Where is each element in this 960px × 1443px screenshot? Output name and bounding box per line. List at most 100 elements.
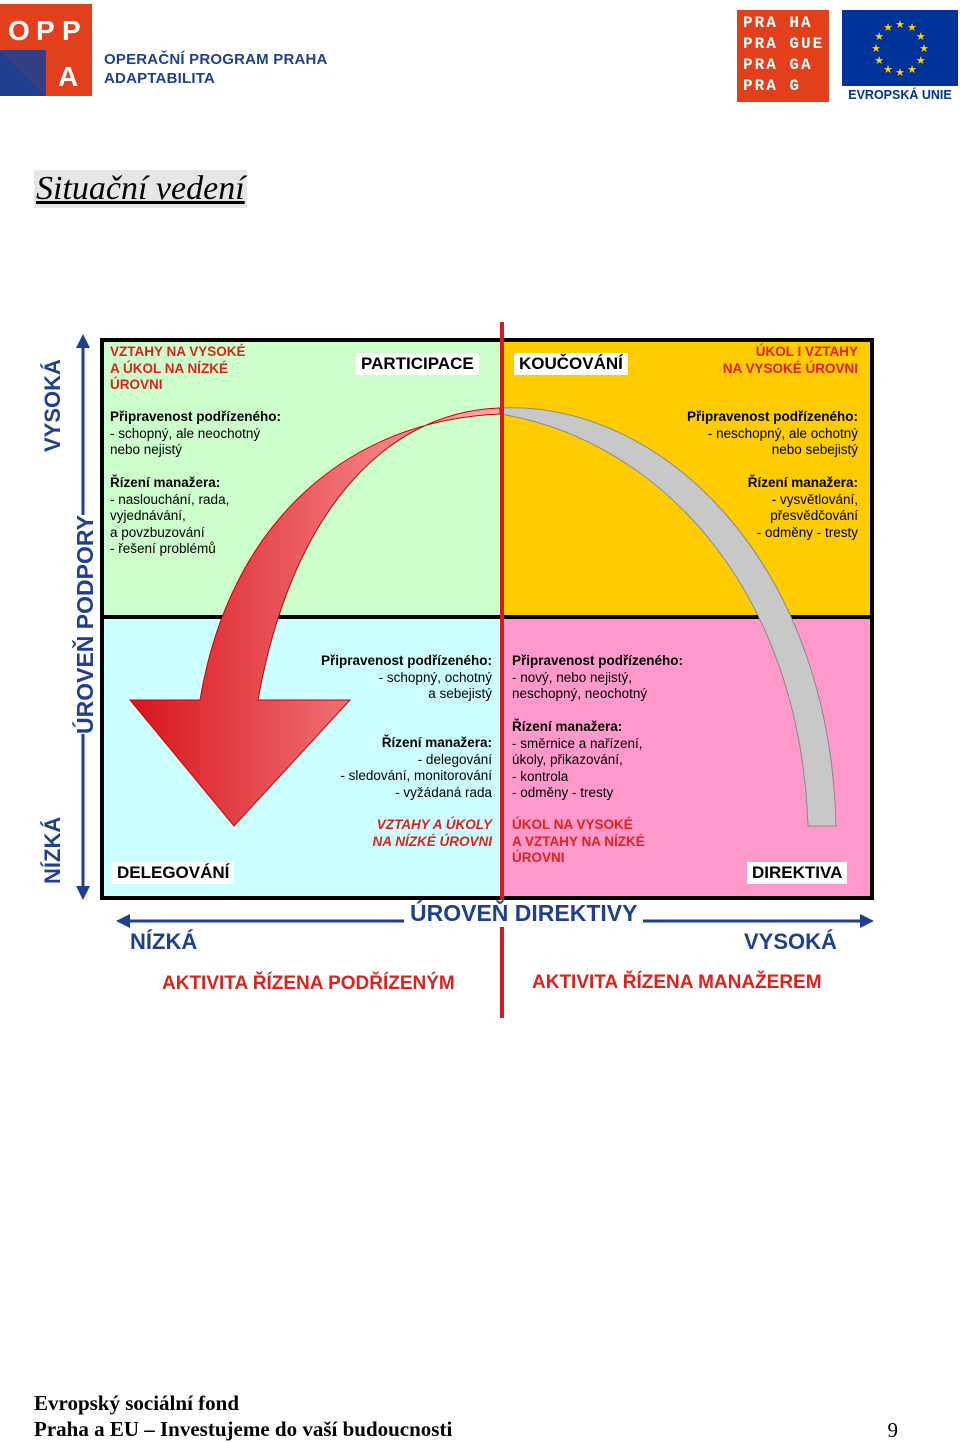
x-axis-low: NÍZKÁ: [130, 929, 198, 954]
text-line: neschopný, neochotný: [512, 686, 648, 701]
text-heading: Řízení manažera:: [747, 475, 858, 490]
praha-logo-row: PRA G: [743, 77, 802, 95]
text-line: - vyžádaná rada: [395, 784, 492, 800]
participace-relation: VZTAHY NA VYSOKÉ A ÚKOL NA NÍZKÉ ÚROVNI: [110, 344, 246, 394]
eu-star-icon: ★: [871, 43, 881, 55]
text-line: VZTAHY A ÚKOLY: [376, 817, 492, 832]
activity-subordinate: AKTIVITA ŘÍZENA PODŘÍZENÝM: [162, 973, 455, 994]
koucovani-management: Řízení manažera: - vysvětlování, přesvěd…: [748, 475, 858, 541]
diagram-frame: [100, 338, 874, 900]
footer-line-2: Praha a EU – Investujeme do vaší budoucn…: [34, 1417, 453, 1441]
text-line: - vysvětlování,: [771, 491, 858, 507]
eu-star-icon: ★: [883, 22, 893, 34]
eu-star-icon: ★: [883, 64, 893, 76]
horizontal-divider: [104, 615, 870, 619]
text-line: úkoly, přikazování,: [512, 752, 623, 767]
koucovani-relation: ÚKOL I VZTAHY NA VYSOKÉ ÚROVNI: [723, 344, 858, 377]
oppa-letter-o: O: [8, 15, 30, 46]
text-line: - naslouchání, rada,: [110, 491, 230, 507]
text-line: nebo sebejistý: [771, 442, 858, 457]
y-axis-low: NÍZKÁ: [40, 816, 65, 884]
praha-logo-row: PRA GA: [743, 56, 813, 74]
label-delegovani: DELEGOVÁNÍ: [112, 862, 235, 884]
text-line: - neschopný, ale ochotný: [707, 425, 858, 441]
eu-star-icon: ★: [916, 31, 926, 43]
text-line: NA VYSOKÉ ÚROVNI: [722, 360, 858, 376]
text-line: A VZTAHY NA NÍZKÉ: [512, 833, 645, 849]
delegovani-management: Řízení manažera: - delegování - sledován…: [340, 735, 492, 801]
text-line: A ÚKOL NA NÍZKÉ: [110, 360, 228, 376]
direktiva-management: Řízení manažera: - směrnice a nařízení, …: [512, 719, 643, 802]
text-line: vyjednávání,: [110, 508, 186, 523]
text-line: nebo nejistý: [110, 442, 183, 457]
x-axis-high: VYSOKÁ: [744, 929, 837, 954]
text-line: a sebejistý: [428, 686, 492, 701]
label-participace: PARTICIPACE: [356, 353, 479, 375]
eu-star-icon: ★: [895, 67, 905, 79]
eu-star-icon: ★: [895, 19, 905, 31]
text-line: a povzbuzování: [110, 524, 205, 540]
eu-star-icon: ★: [874, 55, 884, 67]
text-line: NA NÍZKÉ ÚROVNI: [372, 833, 492, 849]
grey-arc: [499, 407, 837, 827]
koucovani-readiness: Připravenost podřízeného: - neschopný, a…: [687, 409, 858, 459]
page-number: 9: [887, 1418, 899, 1442]
oppa-program-name: OPERAČNÍ PROGRAM PRAHA ADAPTABILITA: [104, 50, 328, 88]
text-line: ÚROVNI: [512, 850, 565, 865]
praha-logo-row: PRA HA: [743, 14, 813, 32]
center-red-line: [500, 322, 504, 1018]
text-line: - odměny - tresty: [512, 785, 614, 800]
eu-star-icon: ★: [907, 22, 917, 34]
text-line: - řešení problémů: [110, 541, 216, 556]
activity-manager: AKTIVITA ŘÍZENA MANAŽEREM: [532, 972, 822, 993]
participace-management: Řízení manažera: - naslouchání, rada, vy…: [110, 475, 229, 558]
text-heading: Připravenost podřízeného:: [110, 409, 282, 424]
eu-flag-icon: ★★★★★★★★★★★★: [842, 10, 958, 86]
oppa-letter-p1: P: [36, 15, 55, 46]
participace-readiness: Připravenost podřízeného: - schopný, ale…: [110, 409, 281, 459]
text-line: - schopný, ochotný: [378, 669, 492, 685]
delegovani-readiness: Připravenost podřízeného: - schopný, och…: [321, 653, 492, 703]
eu-label: EVROPSKÁ UNIE: [848, 88, 952, 102]
text-heading: Připravenost podřízeného:: [686, 409, 858, 424]
text-line: - schopný, ale neochotný: [110, 425, 261, 441]
text-line: - nový, nebo nejistý,: [512, 669, 633, 685]
praha-logo: PRA HA PRA GUE PRA GA PRA G: [737, 10, 829, 102]
red-arc-arrow: [128, 407, 501, 827]
label-koucovani: KOUČOVÁNÍ: [514, 353, 628, 375]
text-line: ÚKOL NA VYSOKÉ: [512, 817, 633, 832]
y-axis-title: ÚROVEŇ PODPORY: [72, 515, 99, 734]
text-heading: Připravenost podřízeného:: [512, 653, 684, 668]
text-line: - směrnice a nařízení,: [512, 735, 643, 751]
oppa-line-2: ADAPTABILITA: [104, 70, 215, 87]
text-line: - kontrola: [512, 768, 569, 784]
x-axis-title: ÚROVEŇ DIREKTIVY: [404, 900, 644, 927]
oppa-line-1: OPERAČNÍ PROGRAM PRAHA: [104, 51, 328, 68]
text-line: ÚROVNI: [110, 377, 163, 392]
text-line: - delegování: [417, 751, 492, 767]
text-line: ÚKOL I VZTAHY: [755, 344, 858, 359]
praha-logo-row: PRA GUE: [743, 35, 825, 53]
label-direktiva: DIREKTIVA: [747, 862, 848, 884]
text-line: - sledování, monitorování: [340, 768, 492, 783]
eu-star-icon: ★: [916, 55, 926, 67]
direktiva-readiness: Připravenost podřízeného: - nový, nebo n…: [512, 653, 683, 703]
text-heading: Řízení manažera:: [110, 475, 221, 490]
text-heading: Připravenost podřízeného:: [320, 653, 492, 668]
text-line: přesvědčování: [770, 508, 858, 523]
text-line: VZTAHY NA VYSOKÉ: [110, 344, 246, 359]
quadrant-delegovani: [104, 619, 500, 896]
delegovani-relation: VZTAHY A ÚKOLY NA NÍZKÉ ÚROVNI: [372, 817, 492, 850]
y-axis-high: VYSOKÁ: [40, 359, 65, 452]
oppa-logo: O P P A: [0, 4, 92, 96]
text-line: - odměny - tresty: [756, 524, 858, 540]
oppa-letter-a: A: [58, 61, 78, 92]
text-heading: Řízení manažera:: [512, 719, 623, 734]
page-title: Situační vedení: [34, 170, 247, 208]
footer-line-1: Evropský sociální fond: [34, 1391, 240, 1415]
text-heading: Řízení manažera:: [381, 735, 492, 750]
eu-star-icon: ★: [874, 31, 884, 43]
oppa-letter-p2: P: [62, 15, 81, 46]
direktiva-relation: ÚKOL NA VYSOKÉ A VZTAHY NA NÍZKÉ ÚROVNI: [512, 817, 645, 867]
